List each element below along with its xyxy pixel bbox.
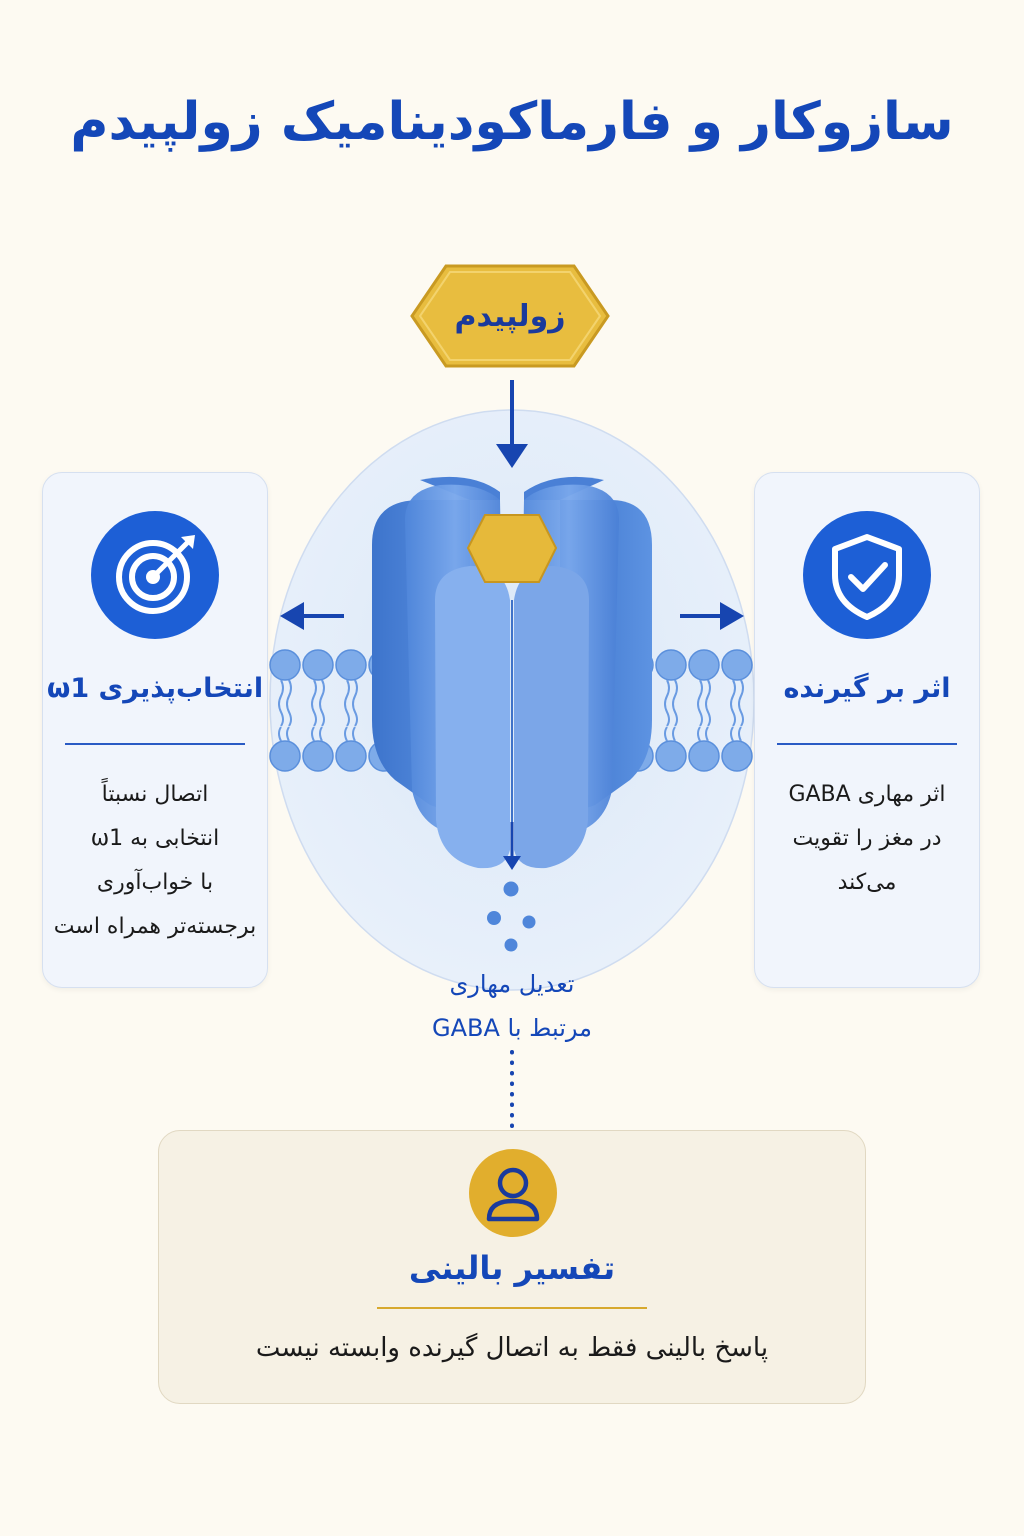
page-title: سازوکار و فارماکودینامیک زولپیدم bbox=[70, 92, 954, 152]
lipid-head bbox=[721, 740, 753, 772]
omega1-selectivity-card: انتخاب‌پذیری ω1 اتصال نسبتاً انتخابی به … bbox=[42, 472, 268, 988]
lipid-tail bbox=[311, 679, 317, 742]
left-arrow-icon bbox=[280, 602, 344, 630]
clinical-interpretation-card: تفسیر بالینی پاسخ بالینی فقط به اتصال گی… bbox=[158, 1130, 866, 1404]
right-arrow-icon bbox=[680, 602, 744, 630]
lipid-tail bbox=[705, 679, 711, 742]
card-line: انتخابی به ω1 bbox=[90, 826, 220, 851]
lipid-head bbox=[655, 649, 687, 681]
lipid-tail bbox=[319, 679, 325, 742]
divider bbox=[377, 1307, 647, 1309]
divider bbox=[777, 743, 957, 745]
lipid-tail bbox=[672, 679, 678, 742]
caption-line: تعدیل مهاری bbox=[449, 970, 575, 998]
card-line: می‌کند bbox=[837, 870, 897, 895]
card-line: در مغز را تقویت bbox=[792, 826, 942, 851]
card-line: با خواب‌آوری bbox=[96, 870, 214, 895]
card-heading: انتخاب‌پذیری ω1 bbox=[46, 673, 264, 704]
card-body: اثر مهاری GABA در مغز را تقویت می‌کند bbox=[755, 773, 979, 905]
ion-flow-arrow-icon bbox=[503, 822, 521, 870]
lipid-head bbox=[688, 649, 720, 681]
lipid-head bbox=[269, 649, 301, 681]
ion-dots bbox=[487, 881, 536, 952]
lipid-head bbox=[688, 740, 720, 772]
zolpidem-label: زولپیدم bbox=[454, 298, 566, 334]
caption-line: مرتبط با GABA bbox=[432, 1014, 592, 1042]
lipid-head bbox=[302, 740, 334, 772]
card-line: برجسته‌تر همراه است bbox=[53, 914, 257, 939]
card-line: اثر مهاری GABA bbox=[788, 782, 946, 807]
lipid-head bbox=[721, 649, 753, 681]
lipid-head bbox=[269, 740, 301, 772]
lipid-tail bbox=[344, 679, 350, 742]
target-icon bbox=[91, 511, 219, 639]
lipid-tail bbox=[278, 679, 284, 742]
lipid-tail bbox=[286, 679, 292, 742]
card-line: اتصال نسبتاً bbox=[101, 782, 209, 807]
lipid-tail bbox=[697, 679, 703, 742]
divider bbox=[65, 743, 245, 745]
shield-check-icon bbox=[803, 511, 931, 639]
down-arrow-icon bbox=[496, 380, 528, 468]
lipid-tail bbox=[352, 679, 358, 742]
bound-drug-icon bbox=[466, 514, 558, 583]
hexagon-badge-icon bbox=[410, 264, 610, 368]
card-body: اتصال نسبتاً انتخابی به ω1 با خواب‌آوری … bbox=[43, 773, 267, 949]
lipid-head bbox=[335, 649, 367, 681]
receptor-effect-card: اثر بر گیرنده اثر مهاری GABA در مغز را ت… bbox=[754, 472, 980, 988]
lipid-head bbox=[335, 740, 367, 772]
lipid-tail bbox=[664, 679, 670, 742]
user-icon bbox=[469, 1149, 557, 1237]
lipid-head bbox=[655, 740, 687, 772]
lipid-head bbox=[302, 649, 334, 681]
zolpidem-badge: زولپیدم bbox=[410, 262, 610, 370]
lipid-tail bbox=[730, 679, 736, 742]
card-heading: اثر بر گیرنده bbox=[783, 673, 951, 704]
card-heading: تفسیر بالینی bbox=[408, 1249, 616, 1287]
card-body: پاسخ بالینی فقط به اتصال گیرنده وابسته ن… bbox=[255, 1333, 769, 1363]
gaba-modulation-caption: تعدیل مهاری مرتبط با GABA bbox=[362, 962, 662, 1050]
lipid-tail bbox=[738, 679, 744, 742]
